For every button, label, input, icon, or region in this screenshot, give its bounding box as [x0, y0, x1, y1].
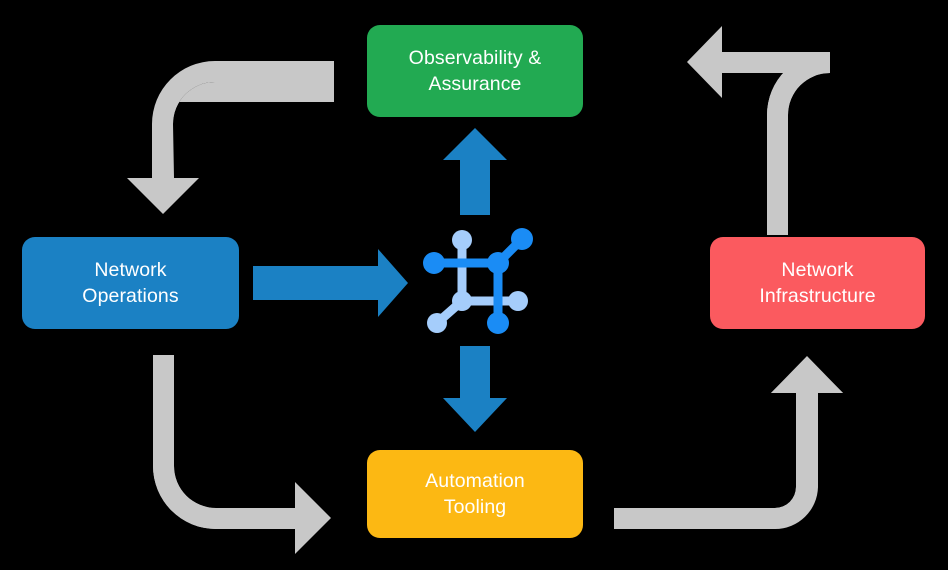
node-label-operations: Network Operations — [82, 258, 179, 307]
node-box-operations[interactable]: Network Operations — [22, 237, 239, 329]
node-box-infrastructure[interactable]: Network Infrastructure — [710, 237, 925, 329]
arrow-infrastructure-to-observability — [767, 52, 830, 235]
node-box-observability[interactable]: Observability & Assurance — [367, 25, 583, 117]
arrow-operations-to-automation-body — [153, 355, 216, 529]
network-topology-icon — [423, 228, 533, 334]
network-icon-links — [429, 234, 527, 328]
arrow-infrastructure-filler — [767, 115, 788, 235]
arrow-observability-to-operations — [128, 61, 334, 213]
arrow-operations-to-automation — [153, 355, 331, 554]
node-label-observability: Observability & Assurance — [408, 46, 542, 95]
network-icon-nodes — [423, 228, 533, 334]
arrow-infrastructure-to-observability-body — [767, 52, 830, 235]
arrow-automation-to-infrastructure-body — [614, 356, 843, 529]
arrow-infrastructure-head — [687, 26, 830, 98]
arrow-center-to-automation — [443, 346, 507, 432]
arrow-operations-to-center — [253, 249, 408, 317]
node-label-infrastructure: Network Infrastructure — [759, 258, 876, 307]
arrow-observability-to-operations-body — [127, 61, 334, 214]
node-box-automation[interactable]: Automation Tooling — [367, 450, 583, 538]
node-label-automation: Automation Tooling — [425, 469, 525, 518]
arrow-automation-to-infrastructure — [614, 357, 843, 529]
arrow-center-to-observability — [443, 128, 507, 215]
